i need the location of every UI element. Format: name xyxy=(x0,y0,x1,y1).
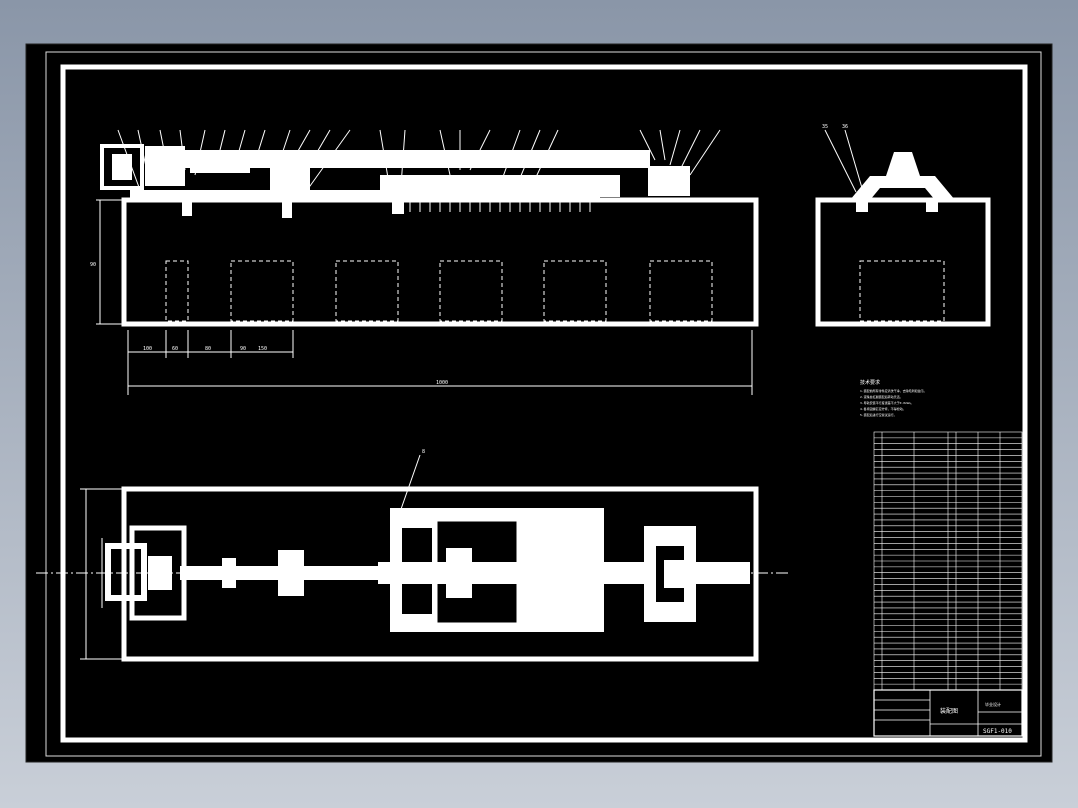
inner-frame xyxy=(60,64,1028,743)
title-block-code: SGF1-010 xyxy=(983,728,1012,735)
title-block-drawing-name: 装配图 xyxy=(940,707,958,715)
end-bearing-block xyxy=(648,166,690,196)
title-block-school: 毕业设计 xyxy=(985,701,1001,707)
front-view xyxy=(96,129,759,395)
motor-housing xyxy=(100,144,144,190)
side-callout-2: 36 xyxy=(842,124,848,130)
technical-notes: 技术要求 1.装配前所有零件应清洗干净，去除毛刺和油污。 2.滚珠丝杠副装配后转… xyxy=(860,379,927,417)
front-bottom-dim-1: 100 xyxy=(143,346,152,352)
front-bottom-dim-5: 150 xyxy=(258,346,267,352)
notes-line-5: 5.装配后进行空载试运行。 xyxy=(860,412,897,417)
side-view-carriage xyxy=(850,176,955,200)
side-view-base xyxy=(815,197,991,327)
carriage xyxy=(380,175,620,197)
rack-teeth xyxy=(409,200,591,212)
parts-list-table xyxy=(873,431,1023,691)
front-bottom-dim-2: 60 xyxy=(172,346,178,352)
coupling-block xyxy=(145,146,185,186)
notes-heading: 技术要求 xyxy=(860,379,880,386)
front-height-dim: 90 xyxy=(90,262,96,268)
plan-view-base xyxy=(121,486,759,662)
hidden-pockets xyxy=(165,260,713,322)
guide-rail xyxy=(130,190,600,200)
notes-line-3: 3.导轨安装平行度误差不大于0.02mm。 xyxy=(860,400,913,405)
title-block xyxy=(873,689,1023,737)
front-dimensions xyxy=(96,199,753,395)
outer-frame xyxy=(45,51,1042,757)
front-bottom-dim-3: 80 xyxy=(205,346,211,352)
side-view xyxy=(815,129,991,327)
leader-lines xyxy=(117,129,721,201)
front-bottom-dim-4: 90 xyxy=(240,346,246,352)
plan-callout: 8 xyxy=(422,449,425,455)
notes-line-4: 4.各紧固螺钉应拧紧，不得松动。 xyxy=(860,406,906,411)
front-overall-dim: 1000 xyxy=(436,380,448,386)
side-callout-1: 35 xyxy=(822,124,828,130)
plan-view xyxy=(36,454,790,662)
notes-line-2: 2.滚珠丝杠副装配后转动灵活。 xyxy=(860,394,903,399)
notes-line-1: 1.装配前所有零件应清洗干净，去除毛刺和油污。 xyxy=(860,388,927,393)
